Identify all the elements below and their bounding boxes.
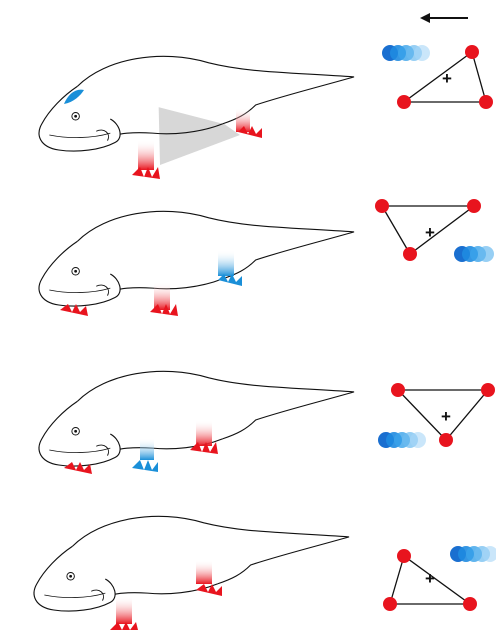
foot-hind-right [218,274,242,286]
support-polygon: + [391,383,495,447]
foot-front-right [132,460,158,472]
support-foot-2 [481,383,495,397]
foot-hind-left [190,442,218,454]
leg-front-left [138,140,154,170]
leg-hind-right [218,250,234,276]
com-marker: + [441,407,451,426]
swing-trail [382,45,430,61]
foot-hind-right [196,584,222,596]
direction-arrow-icon [420,13,468,23]
support-foot-3 [403,247,417,261]
foot-front-left [64,462,92,474]
support-polygon: + [383,549,477,611]
foot-front-left [110,622,138,630]
swing-foot-crest [64,89,84,104]
leg-front-left [154,282,170,310]
swing-trail [450,546,496,562]
swing-trail [378,432,426,448]
panel-4: + [33,515,496,630]
foot-front-left [132,167,160,179]
support-foot-2 [383,597,397,611]
support-foot-1 [465,45,479,59]
leg-hind-left [196,420,212,446]
leg-hind-right [196,560,212,584]
support-foot-1 [391,383,405,397]
support-foot-1 [375,199,389,213]
support-polygon: + [375,199,481,261]
leg-front-right [140,438,154,460]
foot-front-left [150,304,178,316]
panel-3: + [38,370,495,474]
foot-front-right [60,304,88,316]
foot-hind-left [238,126,262,138]
leg-hind-left [236,108,250,132]
com-marker: + [425,223,435,242]
swing-trail [454,246,494,262]
support-foot-2 [467,199,481,213]
panel-1: + [38,45,493,179]
panel-2: + [38,199,494,316]
support-foot-3 [463,597,477,611]
com-marker: + [442,69,452,88]
com-marker: + [425,569,435,588]
support-foot-2 [397,95,411,109]
support-foot-3 [479,95,493,109]
leg-front-left [116,596,132,624]
support-foot-1 [397,549,411,563]
support-foot-3 [439,433,453,447]
support-polygon: + [397,45,493,109]
